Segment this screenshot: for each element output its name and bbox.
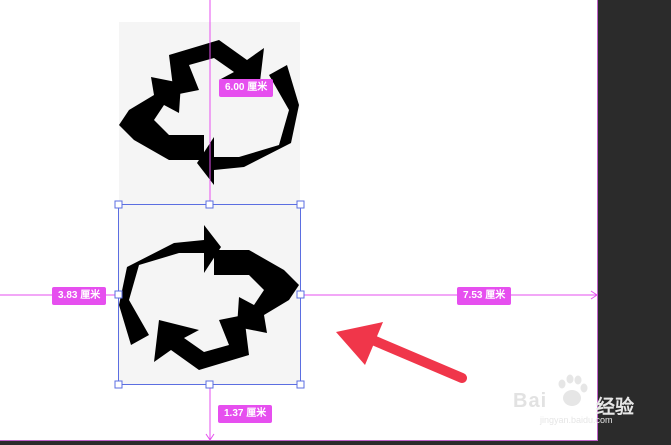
distance-right-label: 7.53 厘米 [457,287,512,305]
canvas-border-right [597,0,598,440]
distance-left-label: 3.83 厘米 [52,287,107,305]
distance-top-label: 6.00 厘米 [219,79,274,97]
resize-handle-top[interactable] [205,200,214,209]
watermark-url: jingyan.baidu.com [540,415,613,425]
resize-handle-top-left[interactable] [114,200,123,209]
resize-handle-right[interactable] [296,290,305,299]
resize-handle-bottom-left[interactable] [114,380,123,389]
distance-bottom-label: 1.37 厘米 [218,405,273,423]
resize-handle-bottom-right[interactable] [296,380,305,389]
guide-arrowhead-right [590,290,598,300]
resize-handle-top-right[interactable] [296,200,305,209]
watermark-brand: Bai [513,390,548,412]
guide-arrowhead-bottom [205,433,215,441]
arrow-icon [336,322,467,383]
resize-handle-bottom[interactable] [205,380,214,389]
resize-handle-left[interactable] [114,290,123,299]
paw-icon [558,374,588,406]
canvas-border-bottom [0,440,598,441]
watermark-brand-suffix: 经验 [596,397,635,418]
